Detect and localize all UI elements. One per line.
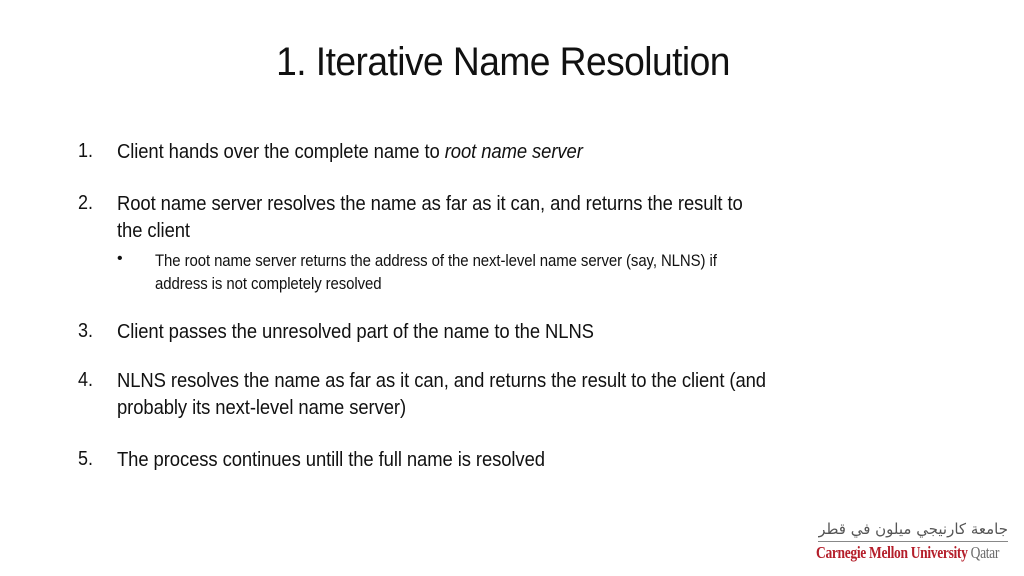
- item-text-line-2: the client: [117, 219, 190, 242]
- item-number: 5.: [78, 448, 94, 470]
- item-number: 4.: [78, 369, 94, 391]
- cmu-qatar-logo: جامعة كارنيجي ميلون في قطر Carnegie Mell…: [812, 520, 1012, 570]
- sub-bullet-line-1: The root name server returns the address…: [155, 251, 717, 270]
- logo-divider: [818, 541, 1008, 542]
- item-text-plain: Client hands over the complete name to: [117, 140, 445, 163]
- item-text-line-1: Root name server resolves the name as fa…: [117, 192, 743, 215]
- logo-campus-name: Qatar: [970, 543, 1000, 562]
- item-text: Client passes the unresolved part of the…: [117, 320, 594, 343]
- item-text: Client hands over the complete name to r…: [117, 140, 583, 164]
- item-text-italic: root name server: [444, 140, 583, 163]
- item-number: 3.: [78, 320, 94, 342]
- logo-english-text: Carnegie Mellon University Qatar: [816, 543, 999, 563]
- logo-university-name: Carnegie Mellon University: [816, 543, 968, 562]
- item-text-line-2: probably its next-level name server): [117, 396, 407, 419]
- bullet-icon: •: [117, 250, 123, 267]
- item-number: 2.: [78, 192, 94, 214]
- item-number: 1.: [78, 140, 94, 162]
- sub-bullet-line-2: address is not completely resolved: [155, 274, 382, 293]
- item-text-line-1: NLNS resolves the name as far as it can,…: [117, 369, 766, 392]
- slide-title: 1. Iterative Name Resolution: [276, 40, 730, 84]
- item-text: The process continues untill the full na…: [117, 448, 545, 471]
- logo-arabic-text: جامعة كارنيجي ميلون في قطر: [818, 520, 1008, 538]
